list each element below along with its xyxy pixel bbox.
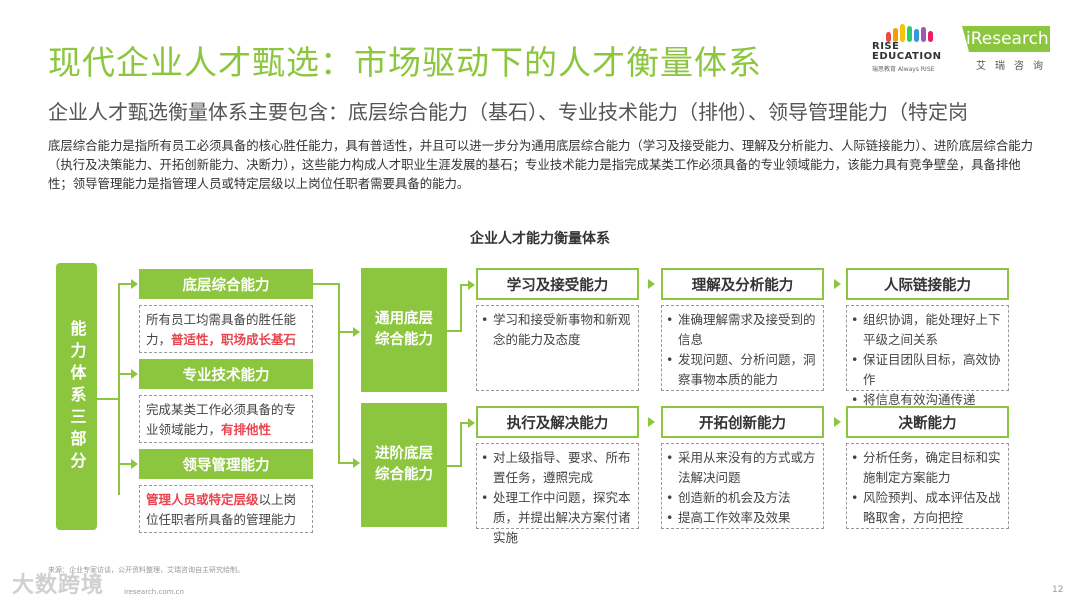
watermark: 大数跨境 [12,573,105,598]
connector [118,373,132,375]
capability-interpersonal-desc: 组织协调，能处理好上下平级之间关系 保证目团队目标，高效协作 将信息有效沟通传递 [846,305,1009,410]
arrow-icon [353,327,360,337]
capability-analysis-desc: 准确理解需求及接受到的信息 发现问题、分析问题，洞察事物本质的能力 [661,305,824,391]
connector [97,398,119,400]
arrow-icon [834,417,841,427]
root-label: 能力体系三部分 [67,319,87,474]
arrow-icon [648,417,655,427]
capability-decision: 决断能力 [846,406,1009,438]
iresearch-logo-text: iResearch [962,26,1050,52]
capability-interpersonal: 人际链接能力 [846,268,1009,300]
level1-desc-leadership: 管理人员或特定层级以上岗位任职者所具备的管理能力 [139,485,313,533]
rise-logo-text: RISE EDUCATION [872,41,942,62]
level1-node-professional: 专业技术能力 [139,359,313,389]
page-subtitle: 企业人才甄选衡量体系主要包含：底层综合能力（基石）、专业技术能力（排他）、领导管… [48,100,968,124]
rise-logo-cn: 瑞思教育 Always RISE [872,66,935,73]
connector [460,284,469,286]
connector [313,283,340,285]
connector [338,462,354,464]
connector [447,465,462,467]
diagram-title: 企业人才能力衡量体系 [470,231,610,247]
root-node: 能力体系三部分 [56,263,97,530]
capability-innovation-desc: 采用从来没有的方式或方法解决问题 创造新的机会及方法 提高工作效率及效果 [661,443,824,529]
arrow-icon [131,369,138,379]
capability-learning-desc: 学习和接受新事物和新观念的能力及态度 [476,305,639,391]
level2-node-advanced: 进阶底层综合能力 [361,403,447,527]
level1-desc-base: 所有员工均需具备的胜任能力，普适性，职场成长基石 [139,305,313,353]
connector [118,283,120,495]
arrow-icon [131,459,138,469]
level2-node-general: 通用底层综合能力 [361,268,447,392]
arrow-icon [131,279,138,289]
rise-education-logo: RISE EDUCATION 瑞思教育 Always RISE [872,24,947,73]
connector [118,283,132,285]
connector [447,330,462,332]
arrow-icon [353,458,360,468]
footer-url[interactable]: iresearch.com.cn [124,588,184,596]
source-note: 来源：企业专家访谈，公开资料整理，艾瑞咨询自主研究绘制。 [48,566,244,574]
capability-innovation: 开拓创新能力 [661,406,824,438]
capability-execution: 执行及解决能力 [476,406,639,438]
level1-desc-professional: 完成某类工作必须具备的专业领域能力，有排他性 [139,395,313,443]
level1-node-leadership: 领导管理能力 [139,449,313,479]
level1-node-base: 底层综合能力 [139,269,313,299]
capability-analysis: 理解及分析能力 [661,268,824,300]
connector [460,422,469,424]
description-paragraph: 底层综合能力是指所有员工必须具备的核心胜任能力，具有普适性，并且可以进一步分为通… [48,138,1034,191]
page-title: 现代企业人才甄选：市场驱动下的人才衡量体系 [48,43,762,82]
arrow-icon [648,279,655,289]
arrow-icon [834,279,841,289]
connector [460,422,462,467]
iresearch-logo: iResearch 艾瑞咨询 [962,26,1054,72]
capability-learning: 学习及接受能力 [476,268,639,300]
arrow-icon [468,418,475,428]
connector [338,283,340,463]
capability-execution-desc: 对上级指导、要求、所布置任务，遵照完成 处理工作中问题，探究本质，并提出解决方案… [476,443,639,545]
page-number: 12 [1052,585,1064,595]
rise-dots-icon [886,24,946,44]
iresearch-logo-cn: 艾瑞咨询 [976,61,1052,72]
connector [118,463,132,465]
connector [338,331,354,333]
capability-decision-desc: 分析任务，确定目标和实施制定方案能力 风险预判、成本评估及战略取舍，方向把控 [846,443,1009,529]
arrow-icon [468,280,475,290]
connector [460,284,462,332]
